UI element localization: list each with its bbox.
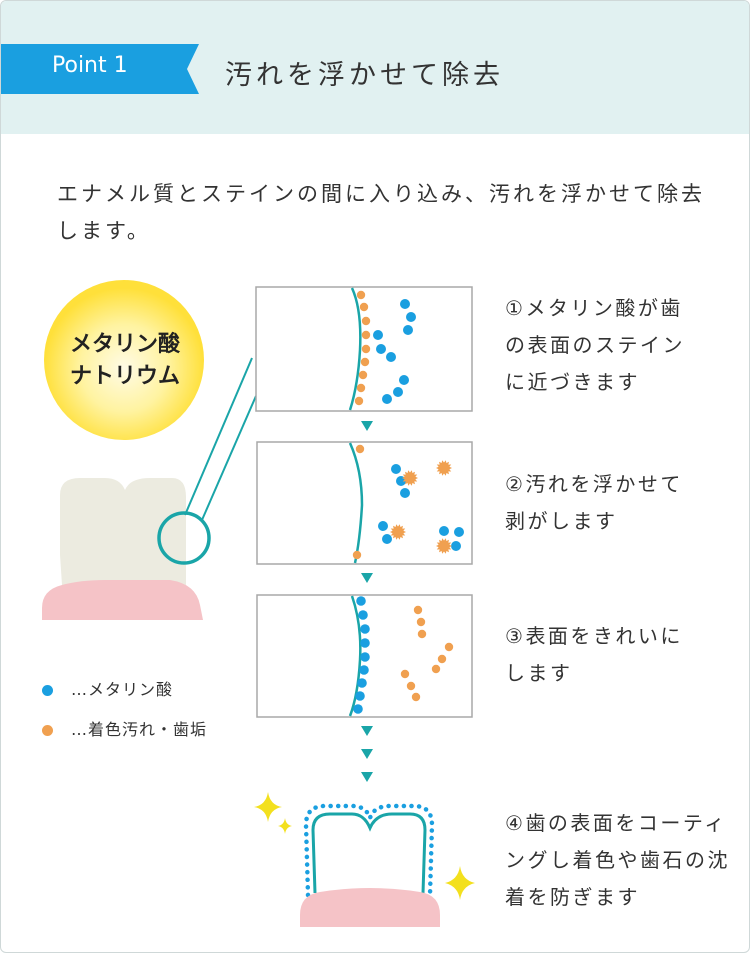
stain-dot bbox=[416, 617, 426, 627]
metaphosphate-dot bbox=[451, 541, 461, 551]
stain-dot bbox=[411, 692, 421, 702]
legend-item-metaphosphate: …メタリン酸 bbox=[42, 676, 173, 700]
step-number: ① bbox=[505, 296, 526, 320]
step4-caption: ④歯の表面をコーティングし着色や歯石の沈着を防ぎます bbox=[505, 805, 735, 916]
stain-cluster bbox=[436, 460, 452, 476]
metaphosphate-particles bbox=[373, 299, 416, 404]
metaphosphate-dot bbox=[400, 488, 410, 498]
metaphosphate-dot bbox=[360, 638, 370, 648]
step2-panel bbox=[256, 441, 473, 565]
stain-dot bbox=[361, 330, 371, 340]
ingredient-label-line1: メタリン酸 bbox=[69, 331, 180, 357]
metaphosphate-dot bbox=[382, 394, 392, 404]
stain-dot bbox=[406, 681, 416, 691]
metaphosphate-dot bbox=[356, 596, 366, 606]
down-arrow bbox=[361, 772, 373, 782]
header-band bbox=[1, 1, 749, 134]
metaphosphate-dot bbox=[386, 352, 396, 362]
metaphosphate-dot bbox=[399, 375, 409, 385]
metaphosphate-dot bbox=[393, 387, 403, 397]
metaphosphate-particles bbox=[353, 596, 370, 714]
step-text: 汚れを浮かせて剥がします bbox=[505, 472, 683, 533]
stain-dot bbox=[361, 316, 371, 326]
metaphosphate-dot bbox=[378, 521, 388, 531]
metaphosphate-dot bbox=[358, 610, 368, 620]
stain-cluster bbox=[390, 524, 406, 540]
stain-dot bbox=[413, 605, 423, 615]
stain-dot bbox=[437, 654, 447, 664]
metaphosphate-dot bbox=[382, 534, 392, 544]
sparkle-icon bbox=[254, 792, 475, 900]
stain-particles bbox=[352, 444, 365, 560]
stain-dot bbox=[444, 642, 454, 652]
stain-cluster bbox=[402, 470, 418, 486]
step-number: ④ bbox=[505, 811, 526, 835]
metaphosphate-dot bbox=[357, 678, 367, 688]
step3-caption: ③表面をきれいにします bbox=[505, 618, 705, 692]
stain-dot bbox=[355, 444, 365, 454]
blue-dot-icon bbox=[42, 685, 53, 696]
ingredient-label-line2: ナトリウム bbox=[69, 363, 180, 389]
stain-dot bbox=[400, 669, 410, 679]
step-text: 表面をきれいにします bbox=[505, 624, 683, 685]
zoom-circle bbox=[157, 511, 211, 565]
down-arrow bbox=[361, 421, 373, 431]
stain-dot bbox=[361, 344, 371, 354]
metaphosphate-dot bbox=[373, 330, 383, 340]
step2-caption: ②汚れを浮かせて剥がします bbox=[505, 466, 705, 540]
metaphosphate-dot bbox=[406, 312, 416, 322]
down-arrow bbox=[361, 573, 373, 583]
stain-dot bbox=[358, 370, 368, 380]
metaphosphate-dot bbox=[454, 527, 464, 537]
step-number: ③ bbox=[505, 624, 526, 648]
point-badge bbox=[1, 44, 199, 94]
stain-dot bbox=[417, 629, 427, 639]
metaphosphate-dot bbox=[355, 691, 365, 701]
stain-cluster bbox=[436, 538, 452, 554]
tooth-illustration bbox=[42, 478, 203, 620]
legend-label: …着色汚れ・歯垢 bbox=[71, 720, 208, 739]
step1-caption: ①メタリン酸が歯の表面のステインに近づきます bbox=[505, 290, 705, 401]
coated-tooth bbox=[300, 803, 440, 927]
stain-dot bbox=[431, 664, 441, 674]
stain-dot bbox=[356, 383, 366, 393]
ingredient-label: メタリン酸 ナトリウム bbox=[40, 328, 210, 392]
intro-text: エナメル質とステインの間に入り込み、汚れを浮かせて除去します。 bbox=[57, 182, 705, 243]
point-badge-label: Point 1 bbox=[52, 53, 128, 78]
metaphosphate-dot bbox=[403, 325, 413, 335]
step-number: ② bbox=[505, 472, 526, 496]
legend-item-stain: …着色汚れ・歯垢 bbox=[42, 716, 207, 740]
metaphosphate-dot bbox=[360, 652, 370, 662]
ingredient-circle bbox=[44, 280, 204, 440]
stain-dot bbox=[354, 396, 364, 406]
step-text: 歯の表面をコーティングし着色や歯石の沈着を防ぎます bbox=[505, 811, 730, 909]
metaphosphate-dot bbox=[391, 464, 401, 474]
stain-particles bbox=[400, 605, 454, 702]
stain-dot bbox=[359, 302, 369, 312]
stain-dot bbox=[360, 357, 370, 367]
metaphosphate-dot bbox=[376, 344, 386, 354]
zoom-line bbox=[184, 357, 253, 516]
orange-dot-icon bbox=[42, 725, 53, 736]
stain-dot bbox=[352, 550, 362, 560]
down-arrow bbox=[361, 749, 373, 759]
metaphosphate-dot bbox=[360, 624, 370, 634]
zoom-line bbox=[201, 395, 257, 521]
stain-particles bbox=[354, 290, 371, 406]
stain-dot bbox=[356, 290, 366, 300]
step-text: メタリン酸が歯の表面のステインに近づきます bbox=[505, 296, 685, 394]
down-arrow bbox=[361, 726, 373, 736]
legend-label: …メタリン酸 bbox=[71, 680, 174, 699]
metaphosphate-dot bbox=[400, 299, 410, 309]
lifted-stain-particles bbox=[390, 460, 452, 554]
metaphosphate-dot bbox=[353, 704, 363, 714]
page-title: 汚れを浮かせて除去 bbox=[225, 60, 504, 91]
metaphosphate-dot bbox=[439, 526, 449, 536]
metaphosphate-dot bbox=[359, 665, 369, 675]
